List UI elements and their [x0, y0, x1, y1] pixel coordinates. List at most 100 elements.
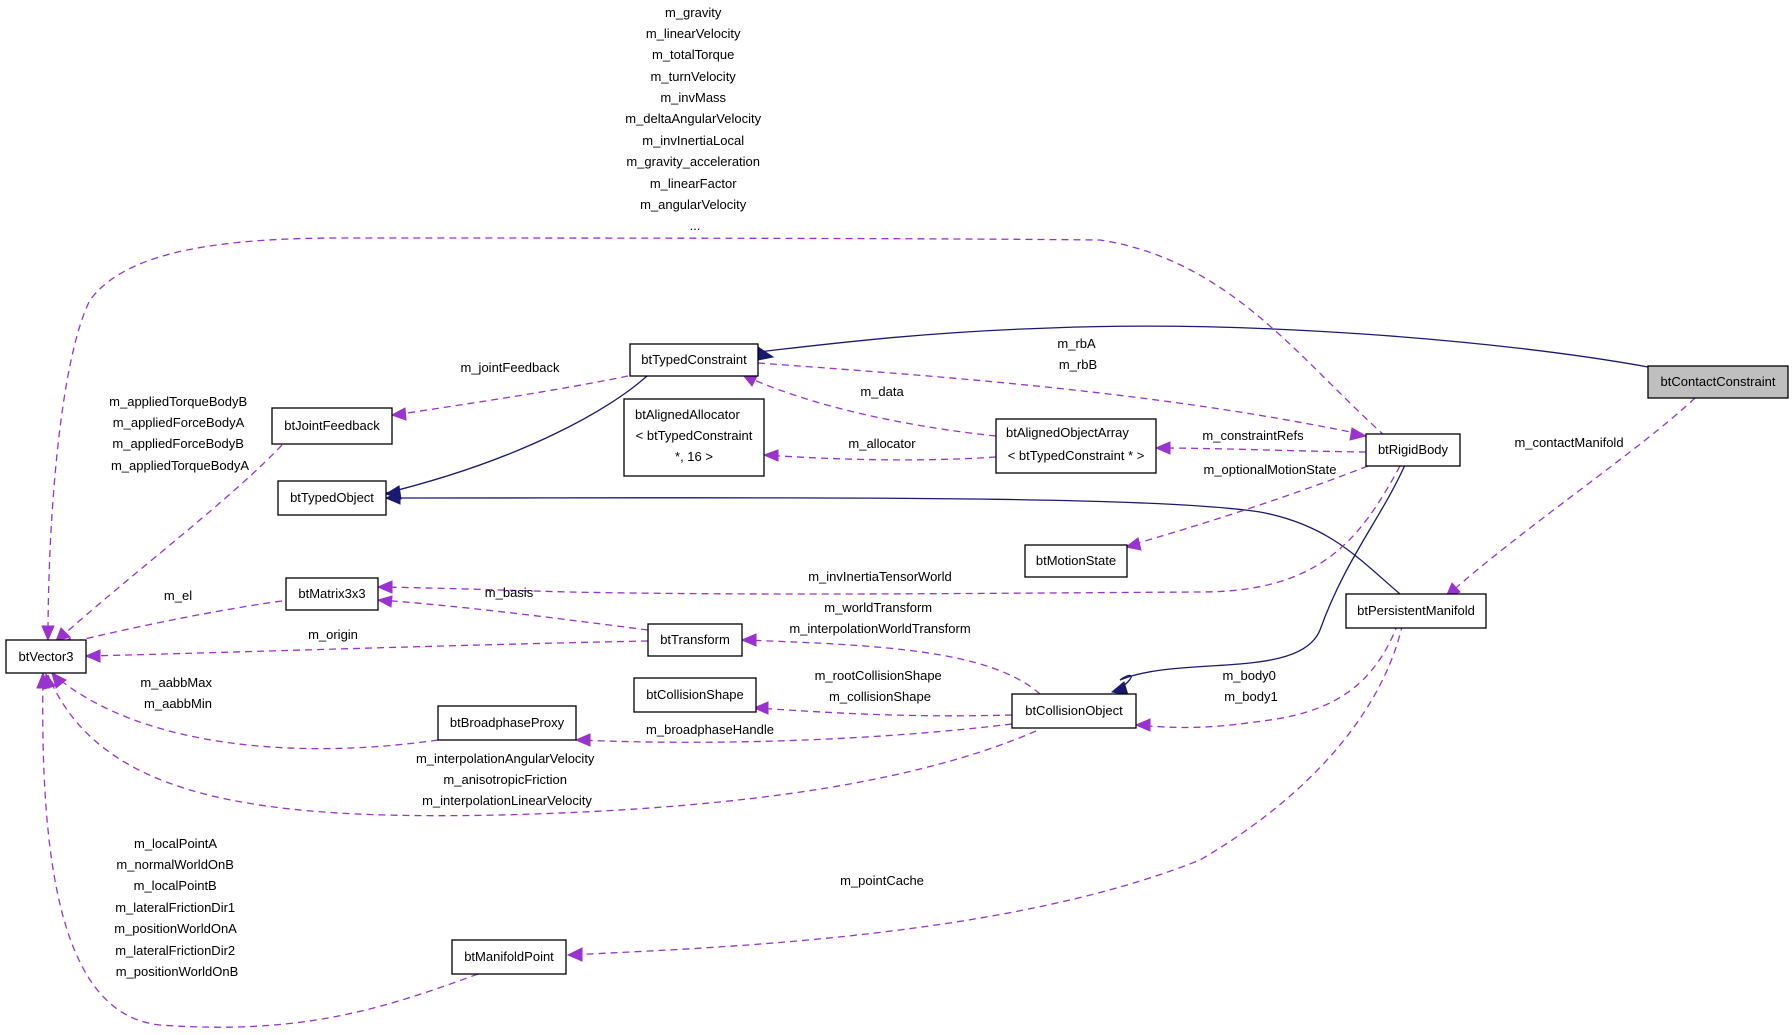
- edge-label: m_totalTorque: [652, 47, 734, 62]
- edge-alignedobjectarray-to-typedconstraint: [744, 375, 997, 437]
- edge-label: m_localPointB: [134, 878, 217, 893]
- edge-manifoldpoint-to-vector3: [42, 674, 479, 1028]
- edge-label: m_appliedTorqueBodyA: [111, 458, 249, 473]
- edge-typedconstraint-to-rigidbody: [757, 362, 1361, 435]
- class-node-btrigidbody[interactable]: btRigidBody: [1365, 433, 1461, 467]
- edge-label: m_worldTransform: [824, 600, 932, 615]
- composition-arrowhead: [376, 580, 393, 594]
- edge-transform-to-matrix3x3: [379, 599, 649, 631]
- edge-label-stack: m_interpolationAngularVelocity m_anisotr…: [416, 751, 598, 808]
- edge-label: m_rootCollisionShape: [815, 668, 942, 683]
- edge-typedconstraint-to-typedobject: [385, 374, 649, 494]
- class-node-label: btCollisionObject: [1025, 703, 1123, 718]
- edge-label: m_interpolationLinearVelocity: [422, 793, 592, 808]
- class-node-label: btTypedObject: [290, 490, 374, 505]
- class-node-btmotionstate[interactable]: btMotionState: [1024, 544, 1128, 578]
- edge-rigidbody-to-alignedobjectarray: [1155, 447, 1367, 453]
- composition-arrowhead: [1154, 441, 1171, 455]
- class-node-label: btMatrix3x3: [298, 586, 365, 601]
- edge-label: m_normalWorldOnB: [116, 857, 234, 872]
- edge-label-stack: m_aabbMax m_aabbMin: [140, 675, 215, 711]
- edge-label: m_rbB: [1059, 357, 1097, 372]
- edge-collisionobject-to-vector3: [47, 674, 1037, 817]
- class-node-label: btJointFeedback: [284, 418, 380, 433]
- edge-jointfeedback-to-vector3: [59, 444, 283, 639]
- class-node-label: btManifoldPoint: [464, 949, 554, 964]
- edge-label-stack: m_appliedTorqueBodyB m_appliedForceBodyA…: [109, 394, 251, 473]
- edge-label-stack: m_rootCollisionShape m_collisionShape: [815, 668, 946, 704]
- class-node-label: btMotionState: [1036, 553, 1116, 568]
- edge-label: m_rbA: [1057, 336, 1096, 351]
- edge-label: m_constraintRefs: [1202, 428, 1304, 443]
- class-node-btalignedobjectarray[interactable]: btAlignedObjectArray < btTypedConstraint…: [995, 418, 1157, 474]
- composition-arrowhead: [376, 595, 393, 608]
- edge-label: m_linearVelocity: [646, 26, 741, 41]
- composition-arrowhead: [36, 671, 50, 689]
- composition-arrowhead: [1124, 537, 1142, 551]
- class-node-label: btPersistentManifold: [1357, 603, 1475, 618]
- inheritance-arrowhead: [384, 491, 401, 505]
- edge-label: m_deltaAngularVelocity: [625, 111, 761, 126]
- edge-collisionobject-to-collisionshape: [755, 707, 1013, 717]
- edge-typedconstraint-to-jointfeedback: [393, 375, 629, 416]
- edge-contactconstraint-to-persistentmanifold: [1447, 397, 1696, 596]
- edge-label: m_invMass: [660, 90, 726, 105]
- edge-transform-to-vector3: [87, 640, 649, 657]
- class-node-bttypedconstraint[interactable]: btTypedConstraint: [629, 343, 759, 377]
- class-node-bttypedobject[interactable]: btTypedObject: [277, 480, 387, 516]
- class-node-label: < btTypedConstraint: [636, 428, 753, 443]
- edge-broadphaseproxy-to-vector3: [53, 674, 439, 750]
- edge-label: m_lateralFrictionDir1: [115, 900, 235, 915]
- edge-rigidbody-to-vector3: [47, 237, 1386, 639]
- edge-label: ...: [690, 218, 701, 233]
- composition-arrowhead: [55, 627, 71, 642]
- class-node-btcontactconstraint[interactable]: btContactConstraint: [1647, 365, 1789, 399]
- class-node-btmanifoldpoint[interactable]: btManifoldPoint: [451, 939, 567, 975]
- edge-alignedobjectarray-to-alignedallocator: [763, 454, 997, 461]
- composition-arrowhead: [574, 733, 591, 747]
- class-node-label: btRigidBody: [1378, 442, 1449, 457]
- edge-label: m_aabbMin: [144, 696, 212, 711]
- edge-label: m_el: [164, 588, 192, 603]
- class-node-btjointfeedback[interactable]: btJointFeedback: [271, 407, 393, 445]
- class-node-bttransform[interactable]: btTransform: [647, 623, 743, 657]
- class-node-btbroadphaseproxy[interactable]: btBroadphaseProxy: [437, 705, 577, 741]
- edge-label: m_appliedTorqueBodyB: [109, 394, 247, 409]
- edge-label: m_positionWorldOnB: [116, 964, 239, 979]
- edge-label: m_allocator: [848, 436, 916, 451]
- edge-label: m_contactManifold: [1514, 435, 1623, 450]
- edge-label: m_turnVelocity: [651, 69, 737, 84]
- composition-arrowhead: [51, 672, 67, 689]
- edge-label: m_interpolationAngularVelocity: [416, 751, 595, 766]
- edge-label: m_pointCache: [840, 873, 924, 888]
- composition-arrowhead: [752, 701, 769, 715]
- edge-label-stack: m_body0 m_body1: [1222, 668, 1279, 704]
- composition-arrowhead: [41, 625, 55, 642]
- edge-label: m_angularVelocity: [640, 197, 747, 212]
- composition-arrowhead: [1349, 427, 1368, 441]
- class-node-btvector3[interactable]: btVector3: [5, 639, 87, 674]
- composition-arrowhead: [740, 633, 757, 647]
- composition-arrowhead: [390, 407, 407, 421]
- edge-rigidbody-to-motionstate: [1127, 465, 1369, 547]
- class-node-btmatrix3x3[interactable]: btMatrix3x3: [285, 577, 379, 611]
- class-node-label: btContactConstraint: [1661, 374, 1776, 389]
- class-node-btalignedallocator[interactable]: btAlignedAllocator < btTypedConstraint *…: [623, 398, 765, 477]
- edge-label: m_gravity: [665, 5, 722, 20]
- class-node-label: btCollisionShape: [646, 687, 744, 702]
- edge-label: m_appliedForceBodyB: [112, 436, 244, 451]
- class-node-label: btTypedConstraint: [641, 352, 747, 367]
- edge-label-stack: m_localPointA m_normalWorldOnB m_localPo…: [114, 836, 240, 979]
- edge-label: m_collisionShape: [829, 689, 931, 704]
- composition-arrowhead: [1134, 718, 1151, 732]
- edge-label: m_basis: [485, 585, 534, 600]
- edge-label: m_optionalMotionState: [1204, 462, 1337, 477]
- class-node-btcollisionshape[interactable]: btCollisionShape: [633, 677, 757, 713]
- edge-label: m_localPointA: [134, 836, 217, 851]
- class-node-btcollisionobject[interactable]: btCollisionObject: [1011, 693, 1137, 729]
- edge-label: m_positionWorldOnA: [114, 921, 237, 936]
- class-node-label: btBroadphaseProxy: [450, 715, 565, 730]
- class-node-btpersistentmanifold[interactable]: btPersistentManifold: [1345, 593, 1487, 629]
- edge-label: m_interpolationWorldTransform: [789, 621, 970, 636]
